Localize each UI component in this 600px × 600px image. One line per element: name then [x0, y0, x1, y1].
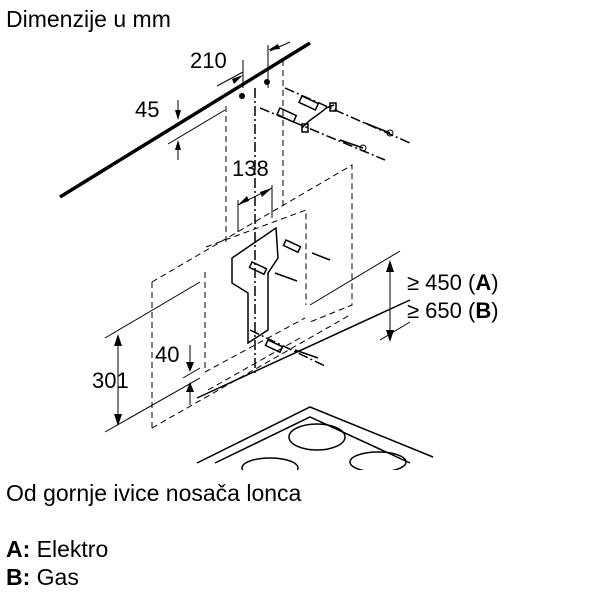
legend-key: B: [6, 564, 31, 590]
dimension-138 [237, 185, 273, 232]
dimension-clearance [309, 250, 411, 342]
hood-outline [151, 164, 353, 429]
clearance-b-label: ≥ 650 (B) [407, 298, 499, 323]
dimension-45-label: 45 [135, 97, 159, 122]
bracket-screws [248, 239, 331, 367]
wall-plug-icon [276, 95, 337, 133]
dimension-138-label: 138 [232, 156, 269, 181]
cooktop-edge-line [196, 299, 411, 399]
legend-label: Gas [30, 564, 79, 590]
dimension-210-label: 210 [190, 48, 227, 73]
dimension-40-label: 40 [155, 342, 179, 367]
reference-note: Od gornje ivice nosača lonca [6, 480, 302, 506]
dimension-301 [104, 281, 201, 433]
mounting-bracket [231, 226, 279, 345]
dimension-210 [216, 41, 291, 88]
dimension-301-label: 301 [92, 368, 129, 393]
screw-icon [339, 122, 394, 152]
dimension-40 [182, 345, 201, 405]
dimension-45 [167, 100, 226, 160]
clearance-a-label: ≥ 450 (A) [407, 270, 499, 295]
legend-key: A: [6, 536, 31, 562]
ceiling-line [59, 41, 311, 199]
legend-label: Elektro [30, 536, 109, 562]
legend-item-a: A: Elektro [6, 538, 108, 561]
cooktop [196, 406, 434, 479]
top-screw-points [239, 79, 411, 161]
legend-item-b: B: Gas [6, 566, 79, 589]
diagram-title: Dimenzije u mm [6, 6, 171, 32]
